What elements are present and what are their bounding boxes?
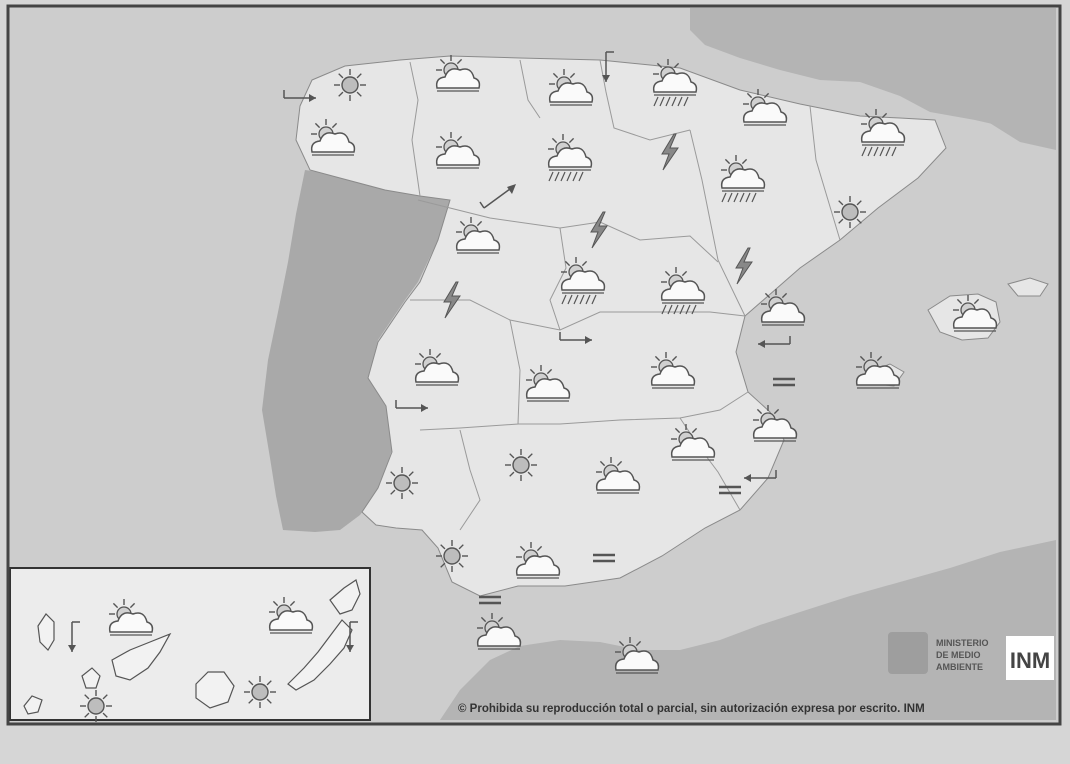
sun-cloud-icon xyxy=(742,89,788,126)
sun-cloud-icon xyxy=(476,613,522,650)
gran-canaria-island xyxy=(195,671,235,709)
sun-cloud-icon xyxy=(650,352,696,389)
wind-arrow-icon xyxy=(602,51,614,82)
sun-cloud-icon xyxy=(435,55,481,92)
sun-cloud-icon xyxy=(525,365,571,402)
inm-logo-box xyxy=(1006,636,1054,680)
la-palma-island xyxy=(37,613,55,651)
storm-icon xyxy=(443,281,461,319)
wind-arrow-icon xyxy=(346,621,358,652)
weather-symbols-layer xyxy=(68,51,998,722)
sun-cloud-icon xyxy=(455,217,501,254)
sun-cloud-icon xyxy=(760,289,806,326)
sun-cloud-icon xyxy=(670,424,716,461)
sun-cloud-icon xyxy=(268,597,314,634)
canarias-inset xyxy=(9,567,371,721)
sun-cloud-icon xyxy=(595,457,641,494)
menorca-island xyxy=(1007,277,1049,297)
region-borders xyxy=(409,59,841,531)
fog-icon xyxy=(479,595,501,605)
sun-cloud-icon xyxy=(414,349,460,386)
sun-cloud-icon xyxy=(855,352,901,389)
africa-landmass xyxy=(440,540,1056,720)
rain-icon xyxy=(560,257,606,305)
wind-arrow-icon xyxy=(68,621,80,652)
ministry-text-3: AMBIENTE xyxy=(936,662,983,672)
rain-icon xyxy=(720,155,766,203)
lanzarote-island xyxy=(329,579,361,615)
sun-cloud-icon xyxy=(435,132,481,169)
tenerife-island xyxy=(111,632,172,681)
rain-icon xyxy=(660,267,706,315)
sun-cloud-icon xyxy=(515,542,561,579)
fog-icon xyxy=(773,377,795,387)
sun-icon xyxy=(244,676,276,708)
coat-of-arms-icon xyxy=(888,632,928,674)
ministry-text-1: MINISTERIO xyxy=(936,638,989,648)
wind-arrow-icon xyxy=(283,90,316,102)
wind-arrow-icon xyxy=(758,336,791,348)
fuerteventura-island xyxy=(287,619,353,691)
ministry-text-2: DE MEDIO xyxy=(936,650,981,660)
sun-cloud-icon xyxy=(752,405,798,442)
sun-cloud-icon xyxy=(108,599,154,636)
sun-icon xyxy=(436,540,468,572)
wind-arrow-icon xyxy=(744,470,777,482)
sun-icon xyxy=(334,69,366,101)
sun-icon xyxy=(505,449,537,481)
portugal-landmass xyxy=(262,170,450,532)
wind-arrow-icon xyxy=(395,400,428,412)
rain-icon xyxy=(547,134,593,182)
ministry-logo: MINISTERIO DE MEDIO AMBIENTE xyxy=(888,632,989,674)
fog-icon xyxy=(593,553,615,563)
storm-icon xyxy=(735,247,753,285)
sun-icon xyxy=(834,196,866,228)
fog-icon xyxy=(719,485,741,495)
storm-icon xyxy=(590,211,608,249)
rain-icon xyxy=(652,59,698,107)
wind-arrow-icon xyxy=(559,332,592,344)
el-hierro-island xyxy=(23,695,43,715)
inm-logo: INM xyxy=(1006,636,1054,680)
corsica-landmass xyxy=(950,38,1056,150)
la-gomera-island xyxy=(81,667,101,689)
inm-logo-text: INM xyxy=(1010,648,1050,673)
sun-cloud-icon xyxy=(310,119,356,156)
spain-landmass xyxy=(295,55,947,597)
sun-cloud-icon xyxy=(952,295,998,332)
canarias-islands xyxy=(23,579,361,715)
sun-cloud-icon xyxy=(614,637,660,674)
sun-icon xyxy=(386,467,418,499)
copyright-notice: © Prohibida su reproducción total o parc… xyxy=(458,703,925,715)
sun-icon xyxy=(80,690,112,722)
france-landmass xyxy=(690,8,1056,140)
map-frame xyxy=(6,4,1062,726)
wind-arrow-icon xyxy=(479,184,516,209)
storm-icon xyxy=(661,133,679,171)
sun-cloud-icon xyxy=(548,69,594,106)
rain-icon xyxy=(860,109,906,157)
